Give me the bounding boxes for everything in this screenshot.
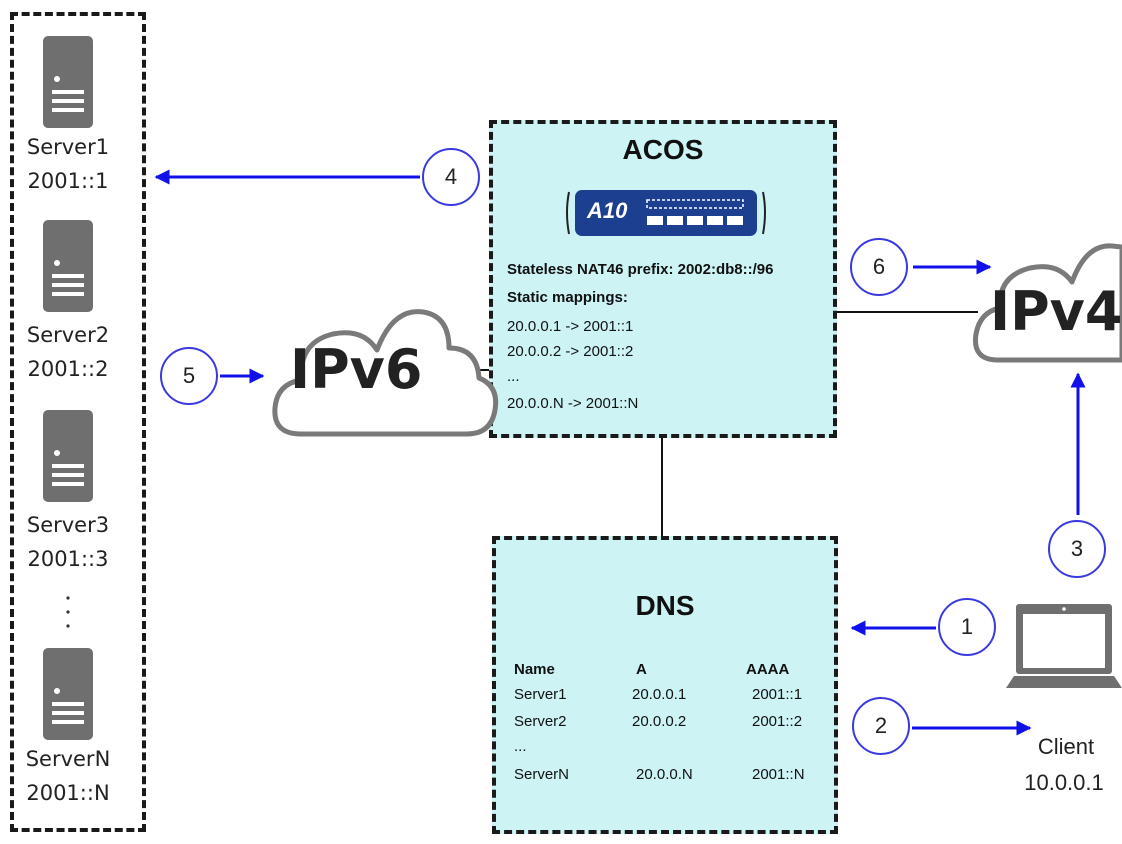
dns-cell: ServerN (514, 766, 570, 783)
dns-cell: Server1 (514, 686, 567, 703)
client-label: Client (1037, 734, 1095, 759)
acos-title: ACOS (622, 134, 704, 165)
server-icon (43, 648, 93, 740)
dns-cell: 20.0.0.1 (632, 686, 687, 703)
server-name: Server2 (26, 323, 110, 347)
static-mappings-label: Static mappings: (507, 289, 628, 306)
server-addr: 2001::N (26, 781, 110, 805)
server-label: Server3 2001::3 (3, 508, 133, 576)
step-circle-6: 6 (850, 238, 908, 296)
ipv4-label: IPv4 (990, 280, 1122, 343)
step-circle-1: 1 (938, 598, 996, 656)
dns-header-a: A (636, 661, 647, 678)
dns-cell: 2001::1 (752, 686, 803, 703)
server-addr: 2001::2 (27, 357, 109, 381)
server-name: ServerN (25, 747, 111, 771)
server-label: Server1 2001::1 (3, 130, 133, 198)
mapping-row: ... (507, 368, 520, 385)
server-name: Server3 (26, 513, 110, 537)
ipv4-cloud-visible (972, 243, 1122, 363)
dns-title: DNS (635, 590, 695, 621)
step-circle-4: 4 (422, 148, 480, 206)
vertical-ellipsis (66, 596, 70, 628)
server-label: ServerN 2001::N (3, 742, 133, 810)
laptop-icon (1006, 604, 1122, 688)
dns-box (492, 536, 838, 834)
step-circle-3: 3 (1048, 520, 1106, 578)
a10-logo: A10 (587, 198, 628, 223)
dns-cell: 2001::2 (752, 713, 803, 730)
nat46-prefix: Stateless NAT46 prefix: 2002:db8::/96 (507, 261, 774, 278)
dns-cell: ... (514, 738, 527, 755)
server-group (10, 12, 146, 832)
ipv6-label: IPv6 (290, 338, 423, 401)
client-addr: 10.0.0.1 (1024, 770, 1104, 795)
server-addr: 2001::1 (27, 169, 109, 193)
dns-cell: Server2 (514, 713, 567, 730)
mapping-row: 20.0.0.N -> 2001::N (507, 395, 639, 412)
acos-device: A10 (563, 186, 769, 245)
step-circle-2: 2 (852, 697, 910, 755)
dns-cell: 20.0.0.N (636, 766, 693, 783)
server-icons (43, 36, 93, 740)
step-circle-5: 5 (160, 347, 218, 405)
dns-header-name: Name (514, 661, 555, 678)
server-icon (43, 220, 93, 312)
dns-cell: 20.0.0.2 (632, 713, 687, 730)
acos-box (489, 120, 837, 438)
server-icon (43, 410, 93, 502)
server-name: Server1 (26, 135, 110, 159)
dns-cell: 2001::N (752, 766, 805, 783)
server-addr: 2001::3 (27, 547, 109, 571)
mapping-row: 20.0.0.2 -> 2001::2 (507, 343, 634, 360)
dns-header-aaaa: AAAA (746, 661, 790, 678)
ipv6-cloud-icon (272, 309, 499, 437)
server-icon (43, 36, 93, 128)
server-label: Server2 2001::2 (3, 318, 133, 386)
mapping-row: 20.0.0.1 -> 2001::1 (507, 318, 634, 335)
